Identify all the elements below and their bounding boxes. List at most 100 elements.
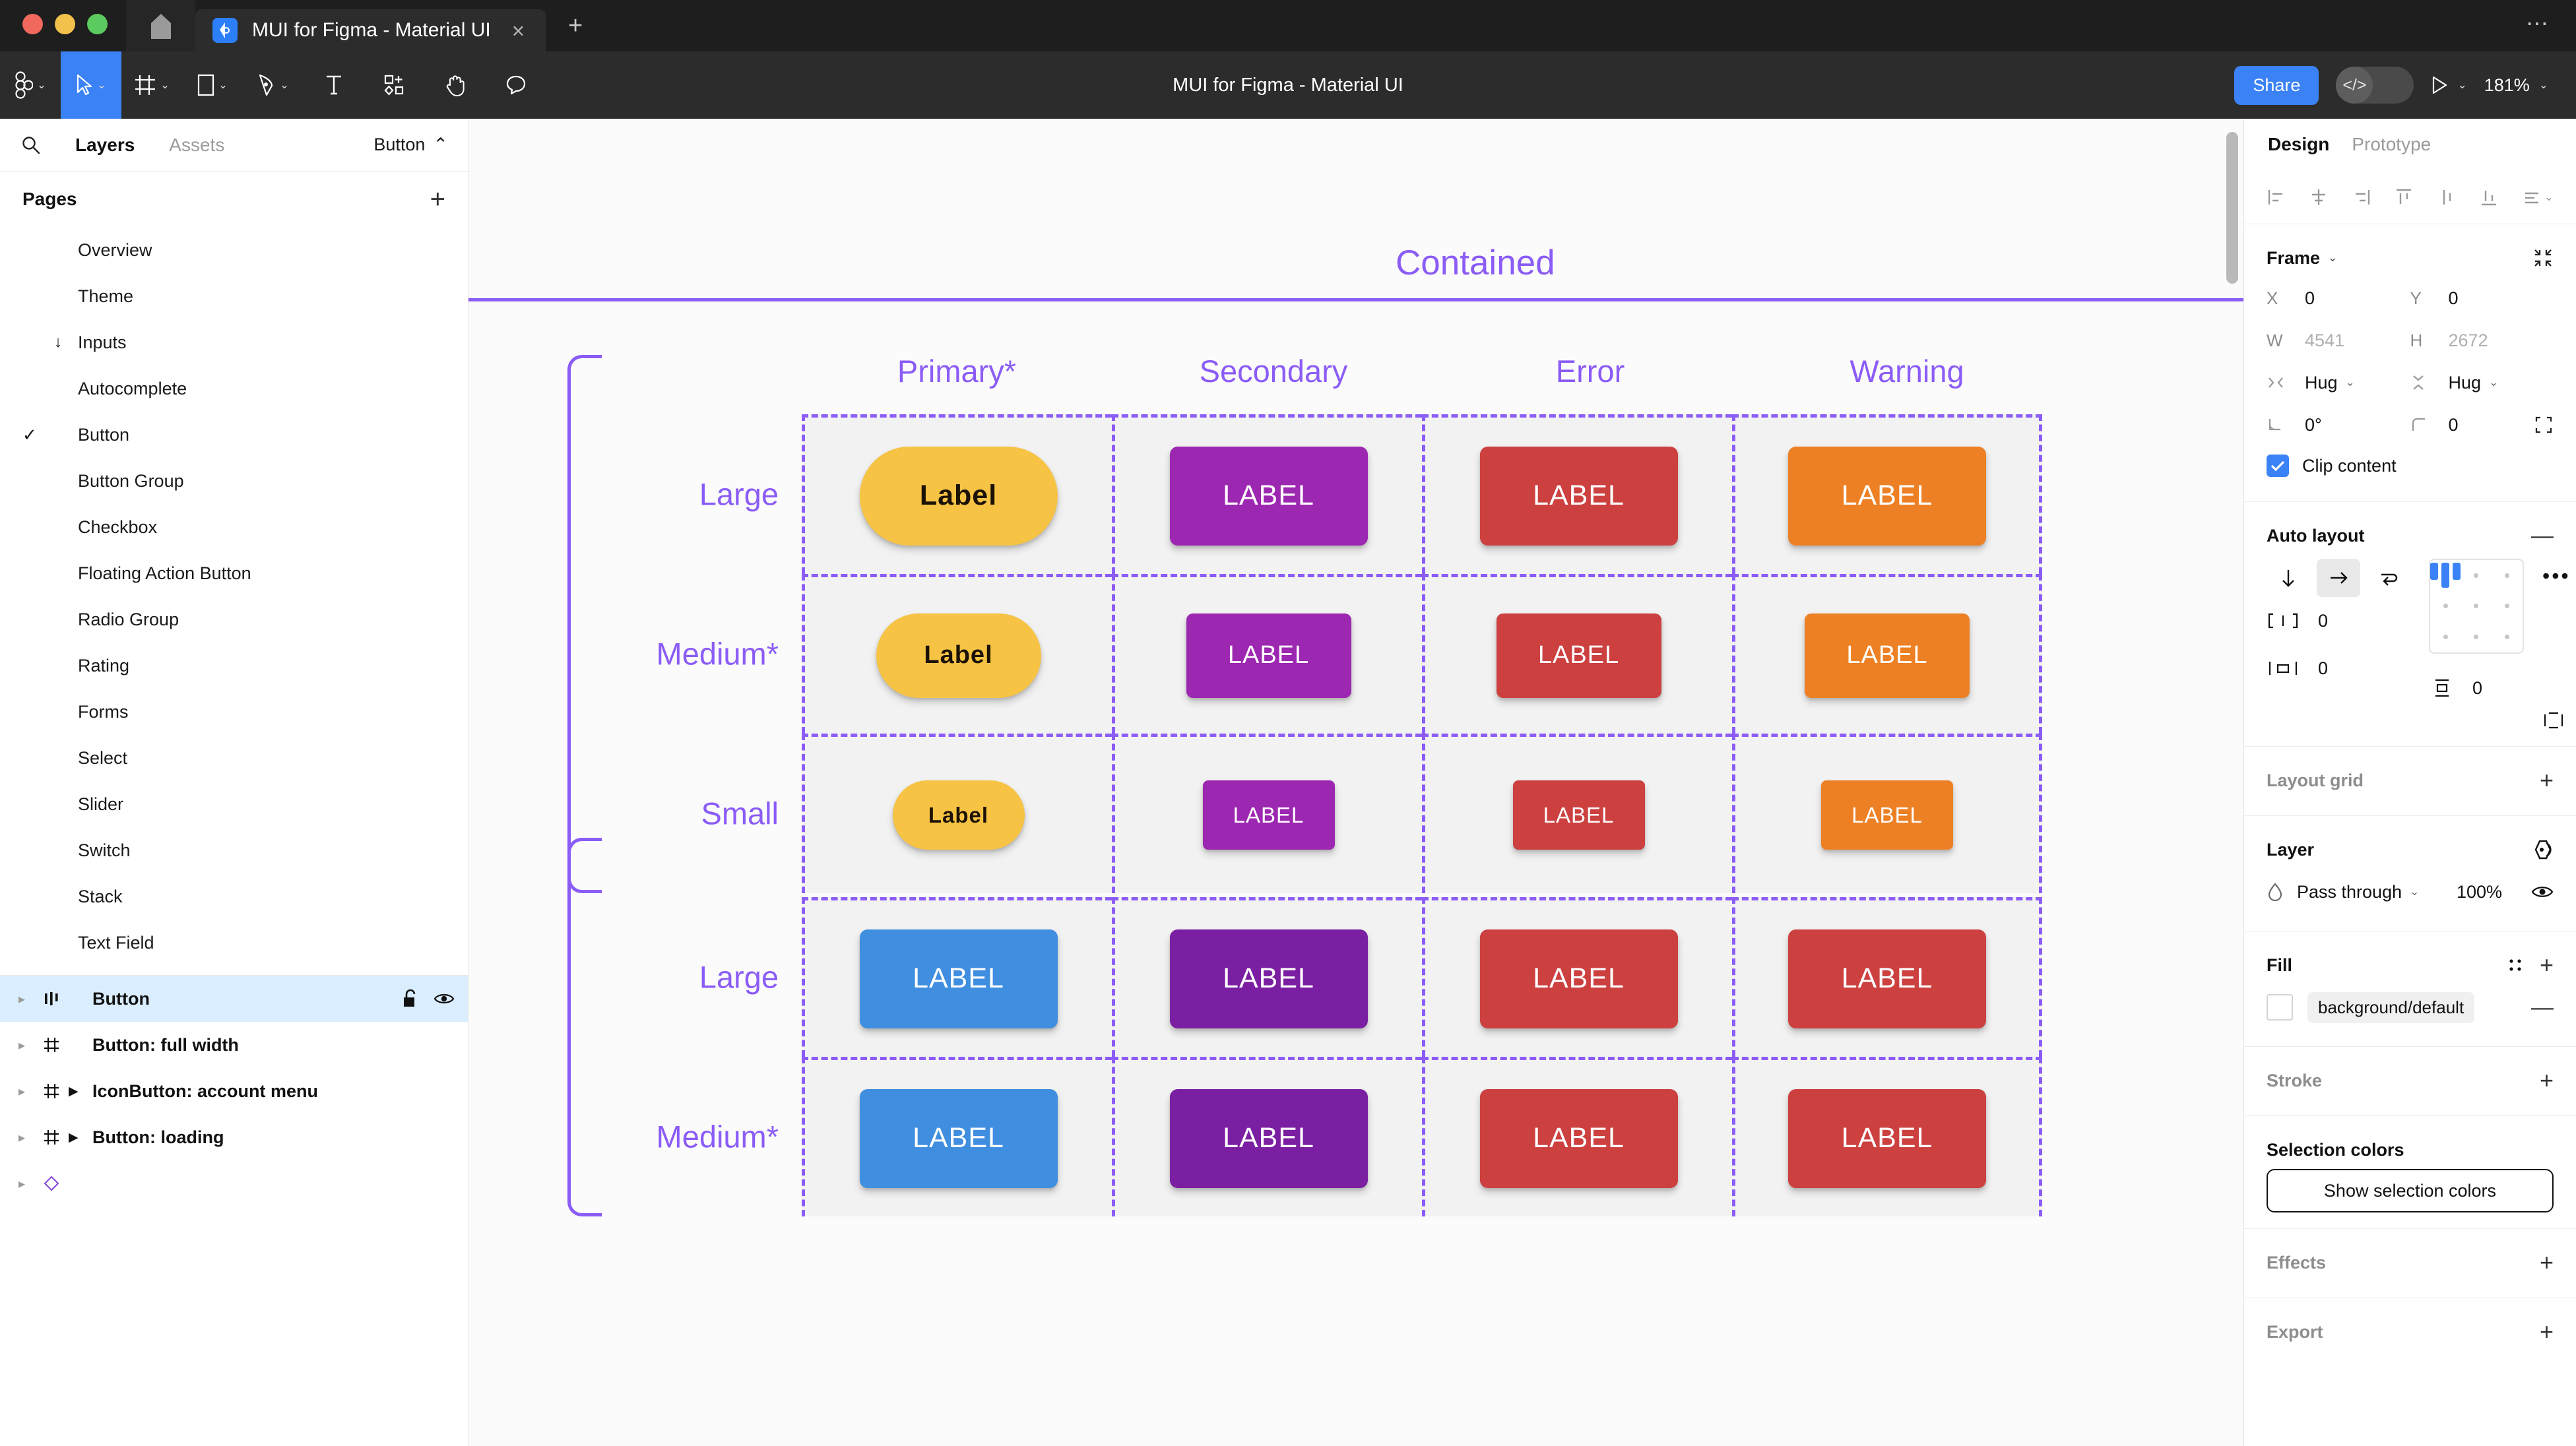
layer-row[interactable]: ▸Button: full width — [0, 1022, 468, 1068]
vertical-resizing-field[interactable]: Hug ⌄ — [2410, 373, 2554, 393]
layer-row[interactable]: ▸▶IconButton: account menu — [0, 1068, 468, 1114]
fill-swatch[interactable] — [2267, 994, 2293, 1021]
figma-menu-icon[interactable]: ⌄ — [0, 51, 61, 119]
tab-layers[interactable]: Layers — [75, 134, 135, 155]
resources-icon[interactable] — [364, 51, 425, 119]
width-field[interactable]: W 4541 — [2267, 330, 2410, 351]
preview-button[interactable]: LABEL — [1169, 929, 1368, 1028]
home-button[interactable] — [126, 0, 195, 51]
blend-mode-select[interactable]: Pass through ⌄ — [2297, 882, 2419, 902]
share-button[interactable]: Share — [2234, 65, 2319, 105]
preview-button[interactable]: LABEL — [1186, 613, 1351, 698]
horizontal-resize-select[interactable]: Hug ⌄ — [2305, 373, 2355, 393]
show-selection-colors-button[interactable]: Show selection colors — [2267, 1169, 2554, 1212]
add-layout-grid-button[interactable]: + — [2539, 767, 2554, 794]
page-item-switch[interactable]: Switch — [0, 827, 468, 873]
page-item-button-group[interactable]: Button Group — [0, 458, 468, 504]
arrow-down-icon[interactable] — [2267, 559, 2310, 597]
add-export-button[interactable]: + — [2539, 1318, 2554, 1345]
preview-button[interactable]: LABEL — [1169, 446, 1368, 546]
page-item-checkbox[interactable]: Checkbox — [0, 504, 468, 550]
add-effect-button[interactable]: + — [2539, 1249, 2554, 1276]
y-field[interactable]: Y 0 — [2410, 288, 2554, 309]
wrap-icon[interactable] — [2367, 559, 2410, 597]
preview-button[interactable]: LABEL — [1788, 446, 1986, 546]
add-fill-button[interactable]: + — [2539, 951, 2554, 978]
expand-arrow-icon[interactable]: ▸ — [18, 1176, 26, 1191]
frame-name-label[interactable]: Contained — [1396, 243, 1555, 282]
eye-icon[interactable] — [2531, 884, 2554, 900]
rotation-field[interactable]: 0° — [2267, 415, 2410, 435]
close-tab-button[interactable]: × — [511, 18, 525, 43]
page-item-autocomplete[interactable]: Autocomplete — [0, 365, 468, 412]
align-left-icon[interactable] — [2267, 187, 2286, 207]
page-item-inputs[interactable]: ↓Inputs — [0, 319, 468, 365]
align-bottom-icon[interactable] — [2479, 187, 2499, 207]
remove-auto-layout-button[interactable]: — — [2531, 523, 2554, 548]
independent-corners-icon[interactable] — [2534, 415, 2554, 435]
shape-tool-icon[interactable]: ⌄ — [182, 51, 243, 119]
preview-button[interactable]: LABEL — [1788, 929, 1986, 1028]
tab-design[interactable]: Design — [2268, 134, 2330, 154]
distribute-icon[interactable]: ⌄ — [2522, 187, 2554, 207]
preview-button[interactable]: LABEL — [1496, 613, 1661, 698]
fill-style-name[interactable]: background/default — [2307, 991, 2475, 1023]
styles-grid-icon[interactable] — [2507, 957, 2524, 974]
auto-layout-more-button[interactable]: ••• — [2542, 564, 2571, 588]
preview-button[interactable]: LABEL — [1788, 1088, 1986, 1188]
layer-row[interactable]: ▸Button — [0, 976, 468, 1022]
page-item-radio-group[interactable]: Radio Group — [0, 596, 468, 643]
breadcrumb[interactable]: Button ⌃ — [373, 135, 468, 155]
expand-arrow-icon[interactable]: ▸ — [18, 991, 26, 1007]
page-item-forms[interactable]: Forms — [0, 689, 468, 735]
gap-value[interactable]: 0 — [2318, 610, 2329, 631]
comment-tool-icon[interactable] — [486, 51, 546, 119]
align-horizontal-center-icon[interactable] — [2309, 187, 2329, 207]
add-page-button[interactable]: + — [430, 185, 445, 214]
preview-button[interactable]: LABEL — [859, 929, 1058, 1028]
preview-button[interactable]: LABEL — [1479, 446, 1678, 546]
individual-padding-icon[interactable] — [2542, 710, 2571, 730]
present-button[interactable]: ⌄ — [2431, 75, 2467, 95]
preview-button[interactable]: Label — [859, 446, 1058, 546]
align-right-icon[interactable] — [2352, 187, 2371, 207]
preview-button[interactable]: LABEL — [1512, 780, 1645, 850]
fit-to-content-icon[interactable] — [2532, 247, 2554, 268]
pen-tool-icon[interactable]: ⌄ — [243, 51, 304, 119]
tab-prototype[interactable]: Prototype — [2352, 134, 2431, 154]
horizontal-padding-value[interactable]: 0 — [2318, 658, 2329, 678]
expand-arrow-icon[interactable]: ▸ — [18, 1130, 26, 1145]
minimize-window-button[interactable] — [55, 14, 75, 34]
align-vertical-center-icon[interactable] — [2437, 187, 2457, 207]
mask-icon[interactable] — [2532, 840, 2554, 860]
preview-button[interactable]: LABEL — [1169, 1088, 1368, 1188]
page-item-text-field[interactable]: Text Field — [0, 920, 468, 966]
align-top-icon[interactable] — [2394, 187, 2414, 207]
tab-assets[interactable]: Assets — [169, 134, 225, 155]
expand-arrow-icon[interactable]: ▸ — [18, 1038, 26, 1053]
canvas-scrollbar[interactable] — [2226, 132, 2238, 284]
opacity-value[interactable]: 100% — [2456, 881, 2502, 902]
layer-row[interactable]: ▸▶Button: loading — [0, 1114, 468, 1160]
page-item-button[interactable]: ✓Button — [0, 412, 468, 458]
browser-overflow-menu[interactable]: ⋯ — [2526, 11, 2550, 36]
chevron-down-icon[interactable]: ⌄ — [2328, 251, 2338, 264]
page-item-select[interactable]: Select — [0, 735, 468, 781]
page-item-rating[interactable]: Rating — [0, 643, 468, 689]
page-item-floating-action-button[interactable]: Floating Action Button — [0, 550, 468, 596]
new-tab-button[interactable]: + — [568, 12, 583, 40]
page-item-theme[interactable]: Theme — [0, 273, 468, 319]
maximize-window-button[interactable] — [87, 14, 108, 34]
unlock-icon[interactable] — [402, 989, 419, 1009]
browser-tab[interactable]: MUI for Figma - Material UI × — [195, 9, 546, 51]
hand-tool-icon[interactable] — [425, 51, 486, 119]
vertical-resize-select[interactable]: Hug ⌄ — [2449, 373, 2499, 393]
expand-arrow-icon[interactable]: ▸ — [18, 1084, 26, 1099]
text-tool-icon[interactable] — [304, 51, 364, 119]
dev-mode-toggle[interactable]: </> — [2336, 67, 2414, 104]
page-item-overview[interactable]: Overview — [0, 227, 468, 273]
preview-button[interactable]: LABEL — [1821, 780, 1953, 850]
preview-button[interactable]: LABEL — [1479, 929, 1678, 1028]
remove-fill-button[interactable]: — — [2531, 995, 2554, 1020]
